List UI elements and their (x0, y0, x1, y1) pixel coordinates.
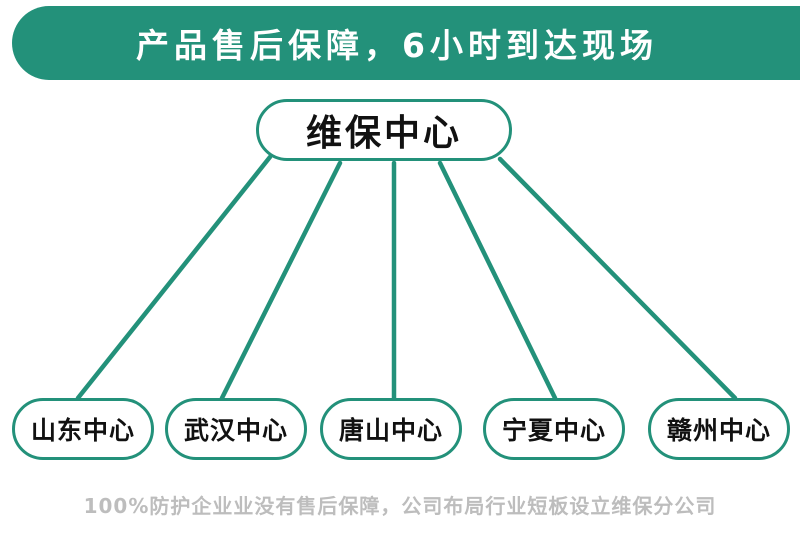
branch-node-shandong: 山东中心 (12, 398, 154, 460)
root-node-maintenance-center: 维保中心 (256, 99, 512, 161)
connector-line-ningxia (437, 160, 558, 401)
connector-line-wuhan (219, 160, 343, 401)
branch-node-ningxia: 宁夏中心 (483, 398, 625, 460)
branch-node-tangshan: 唐山中心 (320, 398, 462, 460)
branch-node-label: 山东中心 (30, 416, 135, 445)
footer-caption: 100%防护企业业没有售后保障，公司布局行业短板设立维保分公司 (83, 494, 717, 518)
branch-node-label: 武汉中心 (183, 416, 288, 445)
branch-node-wuhan: 武汉中心 (165, 398, 307, 460)
connector-line-shandong (75, 154, 273, 401)
header-banner: 产品售后保障，6小时到达现场 (12, 6, 800, 80)
connector-line-ganzhou (497, 156, 738, 401)
branch-node-ganzhou: 赣州中心 (648, 398, 790, 460)
branch-node-label: 赣州中心 (666, 416, 771, 445)
branch-node-label: 宁夏中心 (501, 416, 606, 445)
branch-node-label: 唐山中心 (338, 416, 443, 445)
banner-title: 产品售后保障，6小时到达现场 (136, 26, 658, 65)
root-node-label: 维保中心 (305, 113, 462, 154)
